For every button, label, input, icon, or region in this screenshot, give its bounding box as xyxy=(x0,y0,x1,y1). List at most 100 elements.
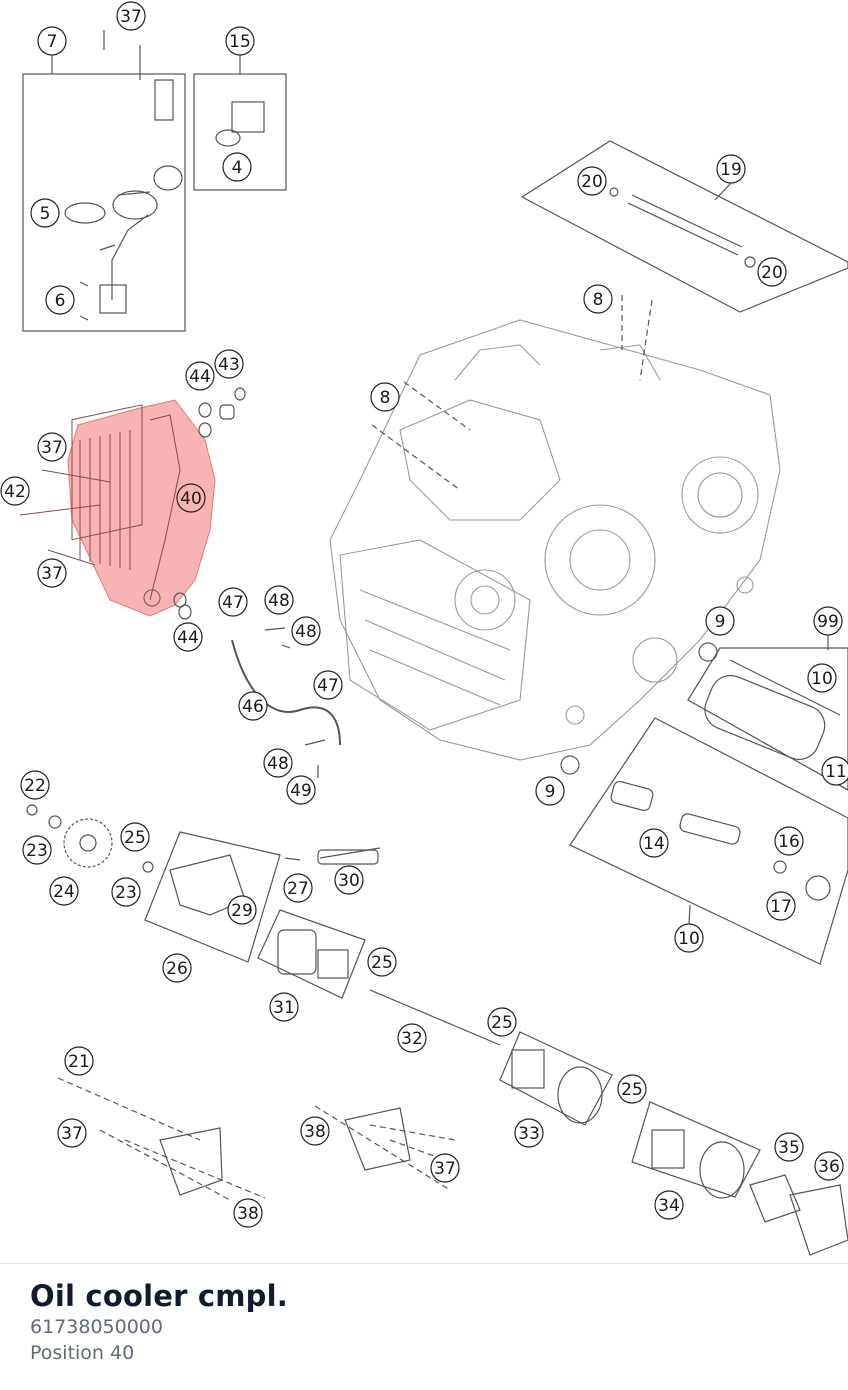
oil-pressure-sensor-drawing xyxy=(64,30,183,321)
callout-label: 31 xyxy=(273,998,295,1018)
group-box-34 xyxy=(631,1101,761,1198)
callout-label: 6 xyxy=(55,291,66,311)
callout-37: 37 xyxy=(37,558,67,588)
callout-10: 10 xyxy=(807,663,837,693)
callout-31: 31 xyxy=(269,992,299,1022)
callout-40[interactable]: 40 xyxy=(176,483,206,513)
callout-label: 47 xyxy=(317,676,339,696)
callout-48: 48 xyxy=(291,616,321,646)
callout-label: 10 xyxy=(811,669,833,689)
callout-9: 9 xyxy=(535,776,565,806)
callout-label: 16 xyxy=(778,832,800,852)
callout-24: 24 xyxy=(49,876,79,906)
callout-9: 9 xyxy=(705,606,735,636)
callout-label: 33 xyxy=(518,1124,540,1144)
callout-label: 19 xyxy=(720,160,742,180)
callout-label: 26 xyxy=(166,959,188,979)
callout-label: 25 xyxy=(491,1013,513,1033)
callout-label: 23 xyxy=(26,841,48,861)
callout-46: 46 xyxy=(238,691,268,721)
callout-36: 36 xyxy=(814,1151,844,1181)
callout-38: 38 xyxy=(300,1116,330,1146)
callout-25: 25 xyxy=(487,1007,517,1037)
callout-99: 99 xyxy=(813,606,843,636)
callout-label: 38 xyxy=(237,1204,259,1224)
callout-label: 48 xyxy=(268,591,290,611)
oil-cooler-highlight xyxy=(19,399,216,617)
callout-25: 25 xyxy=(617,1074,647,1104)
callout-label: 37 xyxy=(41,564,63,584)
callout-37: 37 xyxy=(57,1118,87,1148)
leader-line xyxy=(714,182,732,201)
callout-label: 37 xyxy=(434,1159,456,1179)
group-box-26 xyxy=(144,831,281,963)
callout-48: 48 xyxy=(263,748,293,778)
callout-25: 25 xyxy=(367,947,397,977)
group-box-99 xyxy=(687,647,848,791)
callout-label: 7 xyxy=(47,32,58,52)
callout-label: 99 xyxy=(817,612,839,632)
callout-label: 21 xyxy=(68,1052,90,1072)
callout-label: 30 xyxy=(338,871,360,891)
group-box-31 xyxy=(257,909,366,999)
callout-37: 37 xyxy=(37,432,67,462)
callout-47: 47 xyxy=(218,587,248,617)
callout-label: 4 xyxy=(232,158,243,178)
callout-label: 37 xyxy=(120,7,142,27)
callout-label: 23 xyxy=(115,883,137,903)
group-box-10 xyxy=(569,717,848,965)
callout-label: 48 xyxy=(267,754,289,774)
callout-43: 43 xyxy=(214,349,244,379)
callout-49: 49 xyxy=(286,775,316,805)
callout-label: 11 xyxy=(825,762,847,782)
callout-label: 25 xyxy=(371,953,393,973)
callout-label: 38 xyxy=(304,1122,326,1142)
callout-label: 10 xyxy=(678,929,700,949)
callout-label: 9 xyxy=(545,782,556,802)
oil-filter-drawing xyxy=(560,642,841,901)
callout-15: 15 xyxy=(225,26,255,56)
callout-label: 24 xyxy=(53,882,75,902)
callout-23: 23 xyxy=(111,877,141,907)
bolt-lines-8 xyxy=(371,295,653,491)
bolt-lines-lower xyxy=(57,1077,456,1201)
callout-35: 35 xyxy=(774,1132,804,1162)
seal-rings-44 xyxy=(173,387,246,620)
leader-line xyxy=(688,904,691,925)
callout-label: 17 xyxy=(770,897,792,917)
callout-44: 44 xyxy=(185,361,215,391)
oil-hose-46 xyxy=(231,639,341,746)
callout-label: 44 xyxy=(177,628,199,648)
group-box-33 xyxy=(499,1031,613,1126)
callout-37: 37 xyxy=(430,1153,460,1183)
callout-48: 48 xyxy=(264,585,294,615)
callout-label: 46 xyxy=(242,697,264,717)
callout-10: 10 xyxy=(674,923,704,953)
callout-8: 8 xyxy=(583,284,613,314)
callout-34: 34 xyxy=(654,1190,684,1220)
callout-37: 37 xyxy=(116,1,146,31)
callout-11: 11 xyxy=(821,756,848,786)
callout-label: 49 xyxy=(290,781,312,801)
callout-label: 43 xyxy=(218,355,240,375)
callout-label: 25 xyxy=(124,828,146,848)
callout-label: 9 xyxy=(715,612,726,632)
part-number: 61738050000 xyxy=(30,1316,163,1338)
callout-label: 14 xyxy=(643,834,665,854)
callout-label: 37 xyxy=(61,1124,83,1144)
callout-label: 25 xyxy=(621,1080,643,1100)
callout-label: 29 xyxy=(231,901,253,921)
callout-38: 38 xyxy=(233,1198,263,1228)
group-box-oil-pump-sensor xyxy=(22,73,186,332)
callout-16: 16 xyxy=(774,826,804,856)
callout-25: 25 xyxy=(120,822,150,852)
callout-5: 5 xyxy=(30,198,60,228)
callout-label: 36 xyxy=(818,1157,840,1177)
part-position: Position 40 xyxy=(30,1342,135,1364)
callout-27: 27 xyxy=(283,873,313,903)
callout-label: 5 xyxy=(40,204,51,224)
crankcase-drawing xyxy=(329,319,781,761)
callout-22: 22 xyxy=(20,770,50,800)
callout-4: 4 xyxy=(222,152,252,182)
